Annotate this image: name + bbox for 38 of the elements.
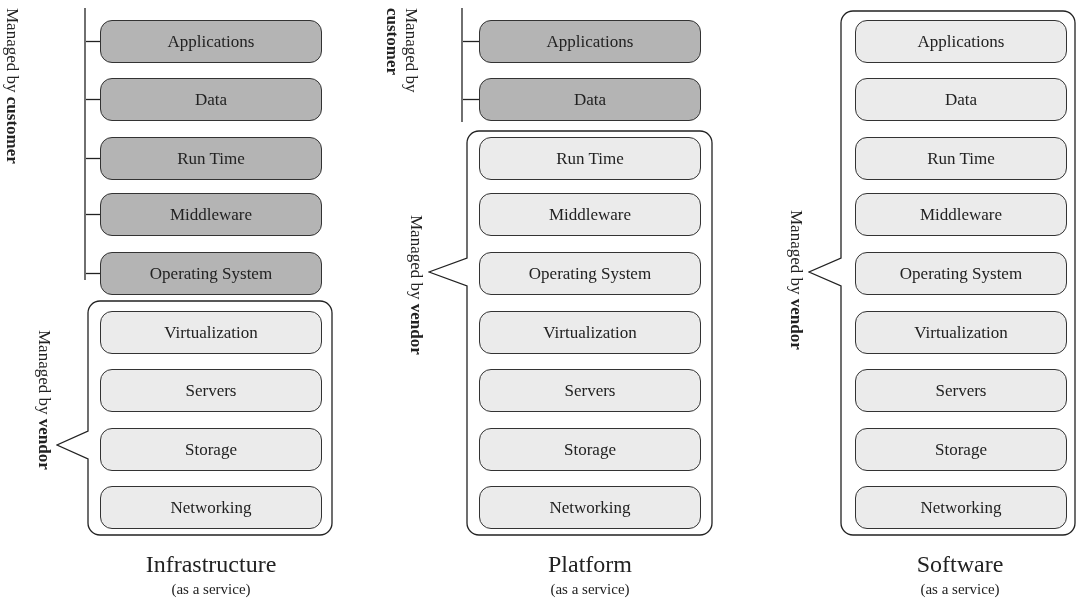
layer-box: Operating System	[479, 252, 701, 295]
layer-box: Middleware	[100, 193, 322, 236]
layer-box: Operating System	[855, 252, 1067, 295]
column-subtitle: (as a service)	[920, 580, 1000, 599]
layer-box: Storage	[479, 428, 701, 471]
layer-box: Data	[855, 78, 1067, 121]
layer-box: Operating System	[100, 252, 322, 295]
column-title: Software	[916, 550, 1004, 579]
layer-box: Applications	[100, 20, 322, 63]
layer-box: Run Time	[100, 137, 322, 180]
layer-box: Virtualization	[855, 311, 1067, 354]
layer-box: Data	[479, 78, 701, 121]
layer-box: Applications	[855, 20, 1067, 63]
layer-box: Storage	[855, 428, 1067, 471]
bracket-label: Managed by vendor	[787, 210, 806, 350]
column-subtitle: (as a service)	[171, 580, 251, 599]
layer-box: Servers	[100, 369, 322, 412]
layer-box: Virtualization	[479, 311, 701, 354]
layer-box: Run Time	[855, 137, 1067, 180]
column-title: Platform	[548, 550, 632, 579]
column-subtitle: (as a service)	[550, 580, 630, 599]
layer-box: Virtualization	[100, 311, 322, 354]
layer-box: Run Time	[479, 137, 701, 180]
layer-box: Networking	[855, 486, 1067, 529]
bracket-label: Managed by vendor	[35, 330, 54, 470]
layer-box: Middleware	[479, 193, 701, 236]
layer-box: Applications	[479, 20, 701, 63]
layer-box: Servers	[479, 369, 701, 412]
layer-box: Networking	[479, 486, 701, 529]
layer-box: Storage	[100, 428, 322, 471]
layer-box: Networking	[100, 486, 322, 529]
column-title: Infrastructure	[145, 550, 277, 579]
layer-box: Middleware	[855, 193, 1067, 236]
bracket-label: Managed by vendor	[407, 215, 426, 355]
layer-box: Data	[100, 78, 322, 121]
bracket-label: Managed by customer	[383, 8, 421, 95]
bracket-label: Managed by customer	[3, 8, 22, 164]
layer-box: Servers	[855, 369, 1067, 412]
